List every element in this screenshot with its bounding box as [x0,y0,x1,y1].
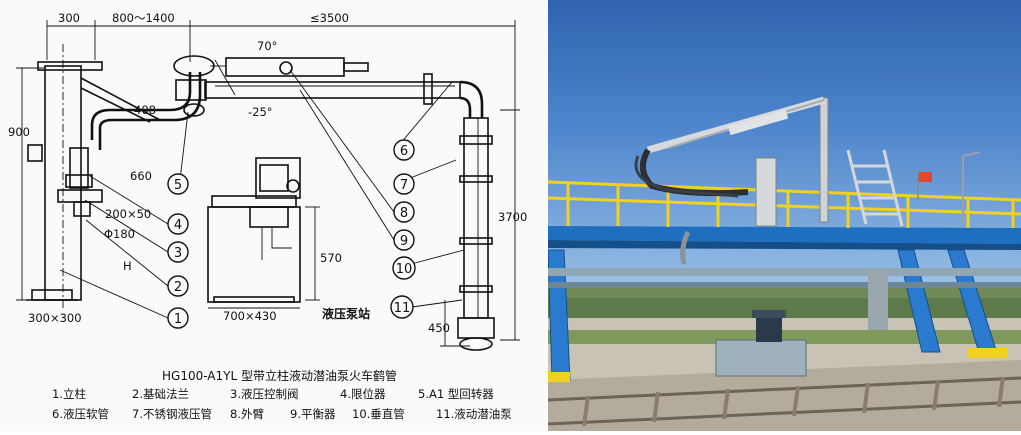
figure-caption: HG100-A1YL 型带立柱液动潜油泵火车鹤管 [162,368,397,383]
loading-arm [634,96,829,265]
legend-item: 3.液压控制阀 [230,387,298,401]
dim-3700: 3700 [498,210,527,224]
hydraulic-station-label: 液压泵站 [322,306,370,321]
svg-text:1: 1 [174,312,182,327]
rail-bed [548,360,1021,431]
svg-text:6: 6 [400,144,408,159]
svg-text:4: 4 [174,218,182,233]
svg-text:7: 7 [400,178,408,193]
callout-4: 4 [167,213,189,235]
svg-text:9: 9 [400,234,408,249]
dim-70deg: 70° [257,39,277,53]
dim-800-1400: 800～1400 [112,11,175,25]
pipe-rack [548,268,1021,330]
outer-arm [204,57,484,118]
callout-2: 2 [167,275,189,297]
photo-svg [548,96,1021,431]
legend-item: 6.液压软管 [52,407,109,421]
dim-700x430: 700×430 [223,309,277,323]
dim-900: 900 [8,125,30,139]
dim-H: H [123,259,132,273]
callout-1: 1 [167,307,189,329]
technical-drawing: 300 800～1400 ≤3500 900 660 200×50 Φ180 H… [8,11,528,421]
dim-minus25deg: -25° [248,105,273,119]
legend-item: 9.平衡器 [290,407,336,421]
svg-text:10: 10 [396,262,413,277]
dim-660: 660 [130,169,152,183]
rails [548,376,1021,426]
drawing-svg: 300 800～1400 ≤3500 900 660 200×50 Φ180 H… [8,11,527,421]
callout-9: 9 [393,229,415,251]
inner-arm [90,55,215,150]
access-stairs [846,149,904,227]
svg-text:11: 11 [394,301,411,316]
callout-7: 7 [393,173,415,195]
callout-6: 6 [393,139,415,161]
legend-item: 10.垂直管 [352,407,405,421]
hydraulic-cabinet [715,310,807,377]
callout-10: 10 [392,256,416,280]
installation-photo [548,0,1021,431]
dim-300: 300 [58,11,80,25]
hedge [548,330,1021,344]
legend-row-2: 6.液压软管 7.不锈钢液压管 8.外臂 9.平衡器 10.垂直管 11.液动潜… [52,407,512,421]
vertical-pipe [440,109,520,351]
legend-item: 1.立柱 [52,387,86,401]
callout-5: 5 [167,173,189,195]
safety-railing [548,180,1021,228]
dim-570: 570 [320,251,342,265]
dim-200x50: 200×50 [105,207,151,221]
legend-item: 4.限位器 [340,387,386,401]
legend-item: 11.液动潜油泵 [436,407,512,421]
svg-text:8: 8 [400,206,408,221]
svg-text:2: 2 [174,280,182,295]
leader-lines [59,69,465,319]
callout-11: 11 [390,295,414,319]
dim-450: 450 [428,321,450,335]
legend-item: 7.不锈钢液压管 [132,407,212,421]
platform-deck [548,226,1021,244]
top-dimension-ticks [46,20,516,110]
sleepers [582,376,1005,427]
legend-row-1: 1.立柱 2.基础法兰 3.液压控制阀 4.限位器 5.A1 型回转器 [52,387,494,401]
warning-flag [918,172,932,182]
dim-phi180: Φ180 [104,227,135,241]
svg-text:3: 3 [174,246,182,261]
legend-item: 5.A1 型回转器 [418,387,494,401]
legend-item: 8.外臂 [230,407,264,421]
dim-3500: ≤3500 [310,11,349,25]
dim-300x300: 300×300 [28,311,82,325]
callout-3: 3 [167,241,189,263]
callout-8: 8 [393,201,415,223]
hydraulic-station [207,157,320,309]
legend-item: 2.基础法兰 [132,387,189,401]
column-assembly [26,44,161,310]
svg-text:5: 5 [174,178,182,193]
